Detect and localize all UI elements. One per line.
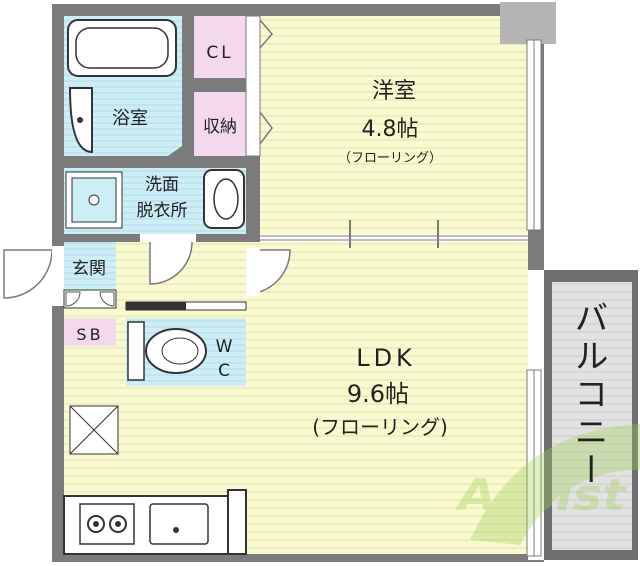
washroom-label-2: 脱衣所 — [137, 201, 188, 221]
entrance-label: 玄関 — [72, 259, 106, 279]
entrance-door[interactable] — [3, 249, 53, 299]
ldk-size: 9.6帖 — [347, 380, 409, 408]
shoebox-label: SB — [76, 325, 103, 344]
watermark-text: Assist — [455, 470, 629, 521]
stove — [79, 503, 135, 545]
shoebox-floor — [64, 318, 116, 346]
bedroom-size: 4.8帖 — [362, 117, 419, 142]
storage-door[interactable] — [259, 111, 273, 145]
closet-door[interactable] — [259, 19, 273, 49]
storage-floor — [194, 92, 246, 156]
toilet-label-1: W — [216, 337, 233, 357]
closet-label: CL — [206, 43, 233, 63]
washroom-label-1: 洗面 — [145, 175, 179, 195]
pillar — [500, 2, 556, 44]
watermark-logo: Assist — [455, 424, 640, 545]
bedroom-floor — [260, 16, 528, 234]
storage-label: 収納 — [203, 117, 237, 137]
balcony-inner — [552, 282, 632, 550]
ldk-floor-type: (フローリング) — [312, 415, 448, 439]
closet-floor — [194, 16, 246, 78]
hall-door[interactable] — [149, 241, 193, 285]
toilet-label-2: C — [218, 361, 230, 381]
kitchen-sink — [149, 503, 209, 545]
bedroom-floor-type: （フローリング） — [338, 151, 442, 166]
sliding-door[interactable] — [260, 234, 528, 242]
bath-label: 浴室 — [112, 108, 148, 129]
toilet-tank — [127, 321, 145, 381]
ldk-name: LDK — [356, 344, 416, 372]
bedroom-name: 洋室 — [372, 79, 416, 104]
balcony-label: バルコニー — [568, 300, 608, 490]
